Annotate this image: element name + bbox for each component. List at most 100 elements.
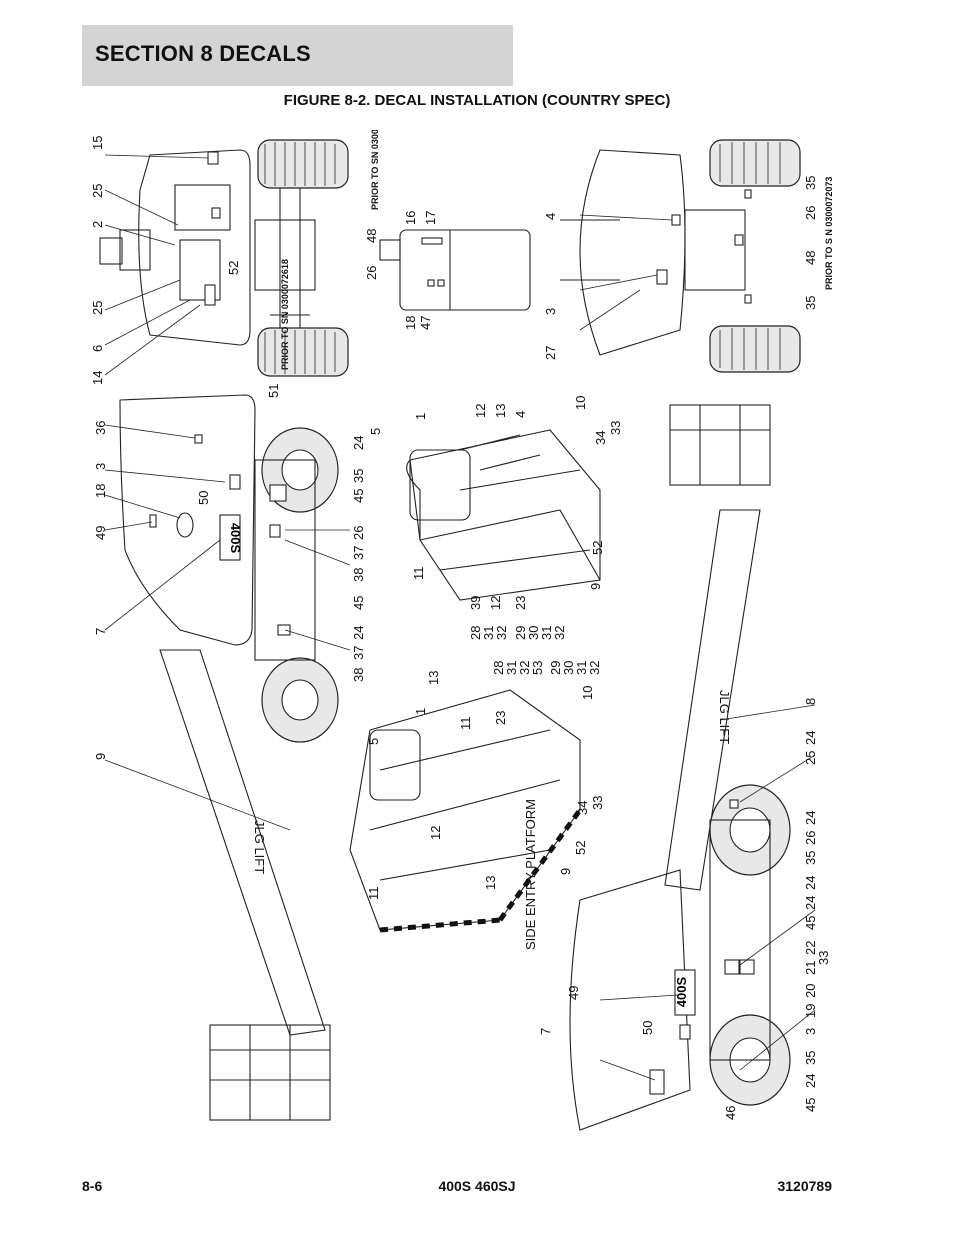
svg-text:46: 46 — [723, 1106, 738, 1120]
svg-text:20: 20 — [803, 984, 818, 998]
svg-text:4: 4 — [543, 213, 558, 220]
svg-text:49: 49 — [566, 986, 581, 1000]
svg-text:35: 35 — [351, 469, 366, 483]
svg-text:35: 35 — [803, 176, 818, 190]
svg-text:4: 4 — [513, 411, 528, 418]
page-number: 8-6 — [82, 1178, 103, 1194]
left-side-machine: JLG LIFT — [119, 394, 339, 1121]
svg-text:33: 33 — [590, 796, 605, 810]
prior-to-sn-note-2: PRIOR TO SN 0300072073 — [370, 130, 380, 210]
svg-text:11: 11 — [366, 887, 381, 901]
svg-text:1: 1 — [413, 413, 428, 420]
svg-text:24: 24 — [351, 626, 366, 640]
battery-tray-view — [379, 229, 531, 311]
decal-installation-drawing: JLG LIFT 400S — [90, 130, 834, 1131]
svg-text:17: 17 — [423, 211, 438, 225]
svg-text:3: 3 — [93, 463, 108, 470]
svg-text:29: 29 — [513, 626, 528, 640]
svg-text:13: 13 — [493, 404, 508, 418]
top-view-machine — [99, 139, 349, 377]
svg-text:24: 24 — [803, 731, 818, 745]
svg-text:36: 36 — [93, 421, 108, 435]
right-side-machine: JLG LIFT 400S — [569, 404, 791, 1131]
callouts-left-side: 36 3 18 49 7 50 9 24 35 45 26 37 38 45 2… — [93, 421, 366, 760]
svg-text:26: 26 — [364, 266, 379, 280]
svg-text:50: 50 — [640, 1021, 655, 1035]
platform-view — [406, 429, 601, 601]
svg-text:35: 35 — [803, 1051, 818, 1065]
svg-text:45: 45 — [351, 489, 366, 503]
svg-text:50: 50 — [196, 491, 211, 505]
svg-text:28: 28 — [491, 661, 506, 675]
callouts-top-view: 15 25 2 25 6 14 52 51 48 26 PRIOR TO SN … — [90, 130, 380, 398]
svg-text:47: 47 — [418, 316, 433, 330]
svg-text:2: 2 — [90, 221, 105, 228]
svg-text:33: 33 — [816, 951, 831, 965]
svg-text:45: 45 — [803, 1098, 818, 1112]
svg-text:19: 19 — [803, 1004, 818, 1018]
svg-text:11: 11 — [411, 567, 426, 581]
svg-text:30: 30 — [526, 626, 541, 640]
svg-text:24: 24 — [803, 896, 818, 910]
svg-text:7: 7 — [538, 1028, 553, 1035]
svg-text:24: 24 — [803, 1074, 818, 1088]
svg-text:38: 38 — [351, 568, 366, 582]
callouts-right-side: 8 24 25 24 26 35 24 24 45 22 21 33 20 19… — [538, 698, 831, 1120]
brand-text-left: JLG LIFT — [252, 820, 267, 874]
svg-text:45: 45 — [351, 596, 366, 610]
callouts-platform: 5 1 12 13 4 10 34 33 11 39 12 23 52 9 28… — [368, 396, 623, 640]
svg-text:15: 15 — [90, 136, 105, 150]
svg-text:35: 35 — [803, 851, 818, 865]
svg-text:9: 9 — [558, 868, 573, 875]
svg-text:11: 11 — [458, 717, 473, 731]
svg-text:18: 18 — [93, 484, 108, 498]
leader-lines — [104, 154, 816, 1081]
svg-text:9: 9 — [93, 753, 108, 760]
side-entry-platform-view — [349, 689, 583, 933]
svg-text:45: 45 — [803, 916, 818, 930]
svg-text:1: 1 — [413, 708, 428, 715]
document-part-number: 3120789 — [777, 1178, 832, 1194]
svg-text:31: 31 — [539, 626, 554, 640]
model-badge-right-text: 400S — [674, 976, 689, 1007]
side-entry-platform-label: SIDE ENTRY PLATFORM — [523, 799, 538, 950]
svg-text:52: 52 — [226, 261, 241, 275]
svg-text:12: 12 — [473, 404, 488, 418]
callouts-rear-view: 4 3 27 35 26 48 35 PRIOR TO S N 03000720… — [543, 176, 834, 360]
svg-text:37: 37 — [351, 646, 366, 660]
svg-text:33: 33 — [608, 421, 623, 435]
svg-text:30: 30 — [561, 661, 576, 675]
section-header-band — [82, 25, 513, 86]
brand-text-right: JLG LIFT — [717, 690, 732, 744]
svg-text:10: 10 — [573, 396, 588, 410]
svg-text:24: 24 — [803, 876, 818, 890]
svg-text:52: 52 — [590, 541, 605, 555]
svg-text:28: 28 — [468, 626, 483, 640]
svg-text:53: 53 — [530, 661, 545, 675]
svg-text:16: 16 — [403, 211, 418, 225]
svg-text:23: 23 — [513, 596, 528, 610]
svg-text:26: 26 — [351, 526, 366, 540]
callouts-side-entry: 5 1 13 11 23 28 31 32 53 29 30 31 32 10 … — [366, 661, 605, 950]
svg-text:32: 32 — [494, 626, 509, 640]
svg-text:32: 32 — [552, 626, 567, 640]
svg-text:22: 22 — [803, 941, 818, 955]
svg-text:14: 14 — [90, 371, 105, 385]
svg-text:24: 24 — [351, 436, 366, 450]
svg-text:32: 32 — [517, 661, 532, 675]
svg-text:52: 52 — [573, 841, 588, 855]
svg-text:31: 31 — [504, 661, 519, 675]
model-badge-left: 400S — [219, 514, 243, 561]
svg-text:25: 25 — [90, 184, 105, 198]
svg-text:26: 26 — [803, 206, 818, 220]
svg-text:34: 34 — [575, 801, 590, 815]
svg-text:27: 27 — [543, 346, 558, 360]
svg-text:8: 8 — [803, 698, 818, 705]
rear-view-machine — [560, 139, 801, 373]
svg-text:12: 12 — [428, 826, 443, 840]
prior-to-sn-note-3: PRIOR TO S N 0300072073 — [824, 177, 834, 290]
svg-text:18: 18 — [403, 316, 418, 330]
svg-text:5: 5 — [368, 428, 383, 435]
callouts-battery: 16 17 18 47 — [403, 211, 438, 330]
svg-text:25: 25 — [90, 301, 105, 315]
